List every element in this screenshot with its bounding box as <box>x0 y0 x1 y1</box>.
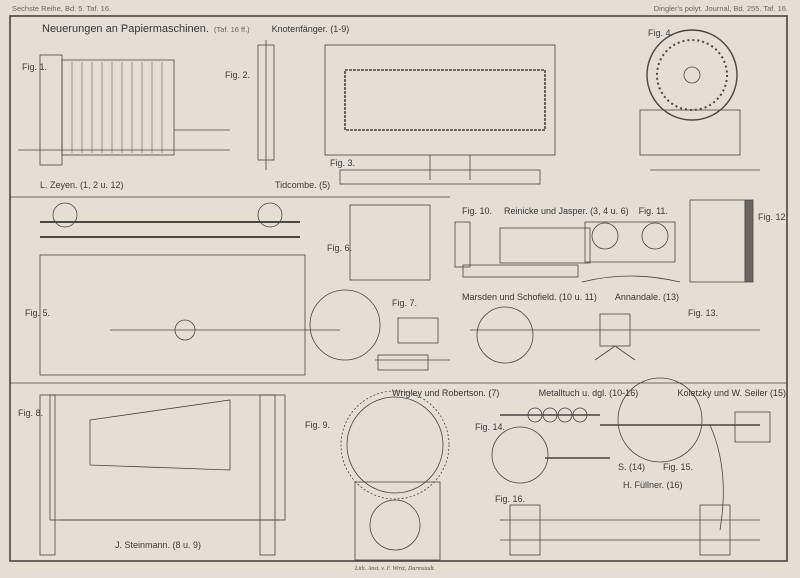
caption-annandale: Annandale. (13) <box>614 292 679 302</box>
lithographer-credit: Lith. Anst. v. F. Wirtz, Darmstadt. <box>355 566 436 572</box>
fig10-label: Fig. 10. <box>462 206 493 216</box>
fig9-label: Fig. 9. <box>305 420 331 430</box>
fig5-drawing <box>39 202 381 376</box>
fig11-drawing <box>581 221 681 283</box>
fig13-drawing <box>470 306 760 364</box>
fig8-drawing <box>39 394 286 556</box>
fig2-label: Fig. 2. <box>225 70 251 80</box>
reinicke-row: Fig. 10. Reinicke und Jasper. (3, 4 u. 6… <box>462 206 668 216</box>
fig4-label: Fig. 4. <box>648 28 674 38</box>
plate-title-ref: (Taf. 16 ff.) <box>213 25 250 34</box>
header-series-info: Sechste Reihe, Bd. 5. Taf. 16. <box>12 4 112 13</box>
caption-tidcombe: Tidcombe. (5) <box>275 180 331 190</box>
plate-title: Neuerungen an Papiermaschinen. <box>42 23 209 35</box>
caption-metalltuch: Metalltuch u. dgl. (10-16) <box>538 388 639 398</box>
fig16-drawing <box>500 504 760 556</box>
fig6-label: Fig. 6. <box>327 243 353 253</box>
fig2-drawing <box>257 40 275 170</box>
fig13-label: Fig. 13. <box>688 308 719 318</box>
metalltuch-row: Wrigley und Robertson. (7) Metalltuch u.… <box>392 388 786 398</box>
fig14-label: Fig. 14. <box>475 422 506 432</box>
caption-reinicke: Reinicke und Jasper. (3, 4 u. 6) <box>504 206 629 216</box>
header-journal-info: Dingler's polyt. Journal, Bd. 255. Taf. … <box>653 4 788 13</box>
fig7-drawing <box>375 317 450 371</box>
fig16-label: Fig. 16. <box>495 494 526 504</box>
fig10-drawing <box>454 221 591 278</box>
fig12-drawing <box>689 199 754 283</box>
caption-koletzky: Koletzky und W. Seiler (15) <box>677 388 786 398</box>
caption-steinmann: J. Steinmann. (8 u. 9) <box>115 540 202 550</box>
fig15-label: Fig. 15. <box>663 462 694 472</box>
fig3-label: Fig. 3. <box>330 158 356 168</box>
caption-wrigley: Wrigley und Robertson. (7) <box>392 388 500 398</box>
marsden-row: Marsden und Schofield. (10 u. 11) Annand… <box>462 292 679 302</box>
fig6-drawing <box>349 204 431 281</box>
fig3-drawing <box>324 44 556 185</box>
fig11-label: Fig. 11. <box>638 206 668 216</box>
fig7-label: Fig. 7. <box>392 298 418 308</box>
fig1-drawing <box>18 54 230 166</box>
caption-zeyen: L. Zeyen. (1, 2 u. 12) <box>40 180 124 190</box>
fig14-drawing <box>491 407 610 484</box>
fig4-drawing <box>639 29 760 171</box>
caption-fuellner: H. Füllner. (16) <box>623 480 683 490</box>
fig12-label: Fig. 12. <box>758 212 789 222</box>
fig8-label: Fig. 8. <box>18 408 44 418</box>
caption-marsden: Marsden und Schofield. (10 u. 11) <box>462 292 597 302</box>
fig1-label: Fig. 1. <box>22 62 48 72</box>
plate-frame <box>9 15 788 562</box>
caption-knotenfaenger: Knotenfänger. (1-9) <box>271 24 350 34</box>
fig5-label: Fig. 5. <box>25 308 51 318</box>
fig9-drawing <box>340 390 450 561</box>
caption-s14: S. (14) <box>618 462 646 472</box>
title-row: Neuerungen an Papiermaschinen. (Taf. 16 … <box>42 23 349 35</box>
fig15-drawing <box>600 377 771 531</box>
